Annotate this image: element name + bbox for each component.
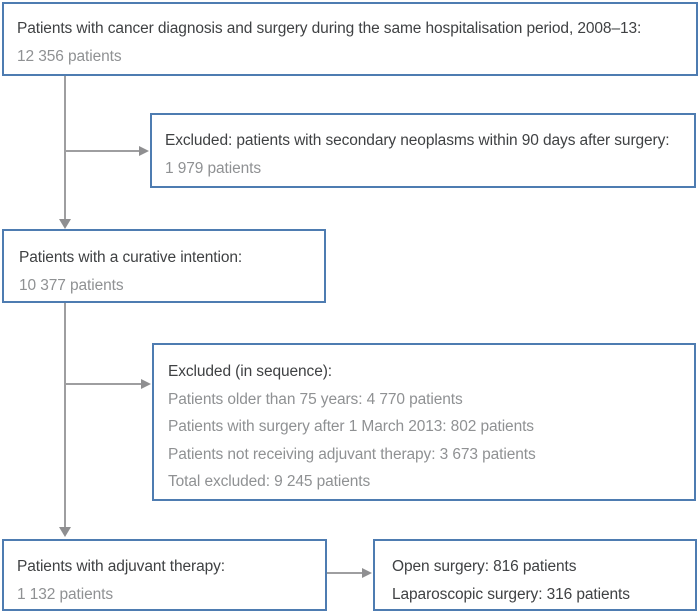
excluded-sequence-item: Patients with surgery after 1 March 2013… <box>168 418 534 435</box>
box-surgery-types: Open surgery: 816 patients Laparoscopic … <box>373 539 697 611</box>
connector-branch-excluded-sequence <box>65 383 141 385</box>
connector-initial-to-curative <box>64 76 66 220</box>
box-curative-intention: Patients with a curative intention: 10 3… <box>2 229 326 303</box>
box-excluded-sequence: Excluded (in sequence): Patients older t… <box>152 343 696 501</box>
excluded-sequence-item: Patients not receiving adjuvant therapy:… <box>168 445 536 463</box>
excluded-sequence-item: Patients older than 75 years: 4 770 pati… <box>168 390 463 408</box>
arrowhead-right-excluded-neoplasms <box>139 146 149 156</box>
excluded-neoplasms-title: Excluded: patients with secondary neopla… <box>165 132 670 149</box>
excluded-sequence-title: Excluded (in sequence): <box>168 363 332 380</box>
box-excluded-neoplasms: Excluded: patients with secondary neopla… <box>150 113 696 188</box>
surgery-open-count: Open surgery: 816 patients <box>392 558 577 575</box>
initial-cohort-title: Patients with cancer diagnosis and surge… <box>17 20 642 37</box>
box-adjuvant-therapy: Patients with adjuvant therapy: 1 132 pa… <box>2 539 327 611</box>
curative-intention-title: Patients with a curative intention: <box>19 249 243 266</box>
curative-intention-count: 10 377 patients <box>19 276 124 294</box>
arrowhead-down-adjuvant <box>59 527 71 537</box>
excluded-sequence-item: Total excluded: 9 245 patients <box>168 473 371 490</box>
adjuvant-therapy-title: Patients with adjuvant therapy: <box>17 558 225 575</box>
initial-cohort-count: 12 356 patients <box>17 47 122 65</box>
box-initial-cohort: Patients with cancer diagnosis and surge… <box>2 2 698 76</box>
connector-curative-to-adjuvant <box>64 303 66 528</box>
arrowhead-down-curative <box>59 219 71 229</box>
excluded-neoplasms-count: 1 979 patients <box>165 159 261 177</box>
connector-branch-excluded-neoplasms <box>65 150 139 152</box>
connector-adjuvant-to-surgery-types <box>327 572 363 574</box>
arrowhead-right-surgery-types <box>362 568 372 578</box>
adjuvant-therapy-count: 1 132 patients <box>17 585 113 603</box>
surgery-laparoscopic-count: Laparoscopic surgery: 316 patients <box>392 585 630 603</box>
arrowhead-right-excluded-sequence <box>141 379 151 389</box>
